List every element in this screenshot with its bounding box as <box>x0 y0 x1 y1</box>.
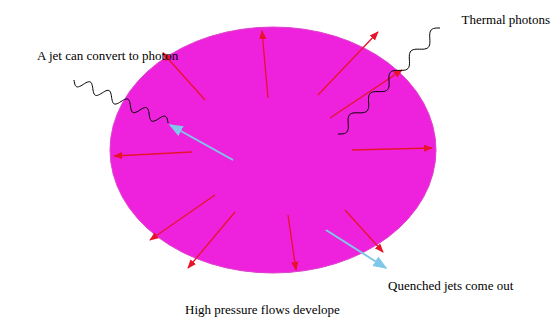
photon-note: Thermal photons <box>462 12 550 27</box>
photon-wave <box>338 28 440 134</box>
flow-arrows <box>114 31 432 270</box>
fireball <box>110 27 436 273</box>
quenched-jet-note: Quenched jets come out <box>388 278 513 293</box>
flow-caption-note: High pressure flows develope <box>185 302 340 317</box>
photon-waves <box>74 28 440 134</box>
photon-wave <box>74 80 168 123</box>
jet-arrows <box>170 125 386 268</box>
jet-photon-note: A jet can convert to photon <box>37 48 178 63</box>
